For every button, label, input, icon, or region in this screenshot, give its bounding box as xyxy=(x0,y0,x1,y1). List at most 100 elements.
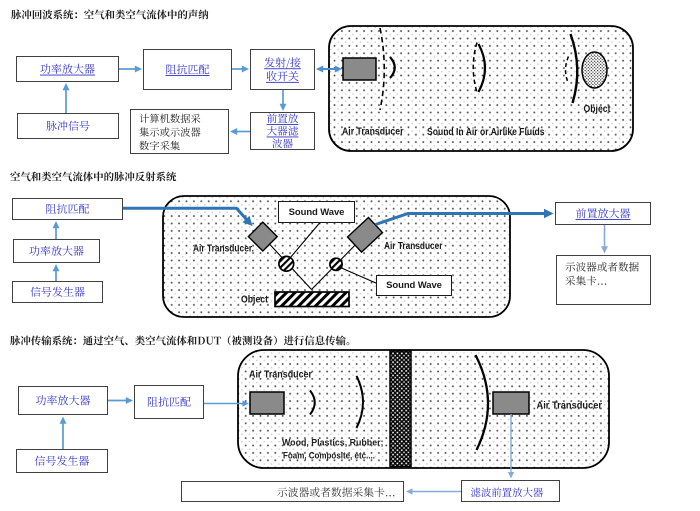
box-scope-daq-2: 示波器或者数据采集卡... xyxy=(556,255,651,305)
box-tr-switch[interactable]: 发射/接收开关 xyxy=(250,49,315,90)
transducer-2-left xyxy=(247,221,279,253)
box-preamp-2-text-glyphs xyxy=(575,207,630,220)
box-impedance-match-1-text-glyphs xyxy=(165,63,209,76)
box-tr-switch-text-glyphs xyxy=(263,56,301,83)
section-2-title-text-glyphs xyxy=(10,171,177,181)
box-power-amp-2-label: 功率放大器 xyxy=(14,240,99,262)
box-impedance-match-2-text-glyphs xyxy=(45,203,89,214)
text-underline xyxy=(165,74,209,76)
arrow-pulse-to-poweramp xyxy=(62,83,70,113)
scatter-point-2 xyxy=(329,257,343,272)
box-scope-daq-3-text-glyphs xyxy=(276,486,394,497)
box-power-amp-1[interactable]: 功率放大器 xyxy=(16,56,119,82)
air-transducer-label-3-right: Air Transducer xyxy=(537,401,603,412)
text-glyph-outline xyxy=(39,63,95,74)
box-power-amp-2-text-glyphs xyxy=(28,245,84,256)
box-scope-daq-3: 示波器或者数据采集卡... xyxy=(181,481,404,502)
box-scope-daq-2-label: 示波器或者数据采集卡... xyxy=(557,256,650,304)
text-glyph-outline xyxy=(45,203,89,214)
scatter-point-1 xyxy=(278,255,295,273)
text-glyph-outline xyxy=(263,56,300,68)
box-power-amp-2: 功率放大器 xyxy=(13,239,100,263)
dut-wall xyxy=(389,350,412,468)
text-glyph-outline xyxy=(28,245,84,256)
arrow-preampfilter-to-daq xyxy=(230,128,250,135)
section-1-title-label: 脉冲回波系统：空气和类空气流体中的声纳 xyxy=(11,8,213,23)
arrowhead xyxy=(52,264,60,272)
arrowhead xyxy=(52,221,60,229)
box-impedance-match-1-label: 阻抗匹配 xyxy=(144,50,231,89)
medium-label-1: Sound In Air or Airlike Fluids xyxy=(427,127,545,138)
text-underline xyxy=(271,148,293,149)
text-glyph-outline xyxy=(271,138,293,148)
flow-transducer-to-preamp xyxy=(375,208,554,226)
arrowhead xyxy=(544,208,554,219)
text-glyph-outline xyxy=(138,126,200,137)
box-signal-gen-2-text-glyphs xyxy=(29,286,85,297)
arrowhead xyxy=(507,472,515,479)
wavefront-small-3 xyxy=(309,389,316,416)
text-underline xyxy=(39,74,95,75)
section-3-title-label: 脉冲传输系统：通过空气、类空气流体和DUT（被测设备）进行信息传输。 xyxy=(10,334,360,349)
arrowhead xyxy=(125,397,133,404)
object-bar xyxy=(274,291,350,308)
wavefront-big-3 xyxy=(474,354,490,451)
arrowhead xyxy=(279,103,287,111)
section-3-title: 脉冲传输系统：通过空气、类空气流体和DUT（被测设备）进行信息传输。 xyxy=(10,334,360,349)
box-computer-daq-label: 计算机数据采集示或示波器数字采集 xyxy=(131,110,228,153)
box-preamp-2-label: 前置放大器 xyxy=(556,203,650,224)
box-signal-gen-2: 信号发生器 xyxy=(12,281,103,303)
arrowhead xyxy=(406,488,413,495)
box-sound-wave-bottom-label: Sound Wave xyxy=(386,280,442,291)
text-underline xyxy=(266,136,298,137)
arrow-signalgen-to-poweramp-3 xyxy=(59,416,67,449)
transducer-3-right xyxy=(492,391,530,415)
box-impedance-match-3-text-glyphs xyxy=(147,396,191,407)
box-scope-daq-3-label: 示波器或者数据采集卡... xyxy=(182,482,403,501)
object-ellipse xyxy=(581,51,608,89)
box-sound-wave-bottom: Sound Wave xyxy=(376,275,452,296)
section-2-title: 空气和类空气流体中的脉冲反射系统 xyxy=(10,170,180,185)
air-transducer-label-3-left: Air Transducer xyxy=(249,370,312,381)
box-signal-gen-2-label: 信号发生器 xyxy=(13,282,102,302)
text-glyph-outline xyxy=(276,486,394,497)
dut-material-line1: Wood, Plastics, Rubber; xyxy=(282,437,384,448)
box-power-amp-3: 功率放大器 xyxy=(18,386,108,415)
box-tr-switch-label: 发射/接收开关 xyxy=(251,50,314,89)
box-power-amp-1-text-glyphs xyxy=(39,63,95,75)
box-impedance-match-1[interactable]: 阻抗匹配 xyxy=(143,49,232,90)
chamber-3-outline xyxy=(237,349,610,469)
wavefront-solid-1 xyxy=(389,56,396,79)
box-preamp-2[interactable]: 前置放大器 xyxy=(555,202,651,225)
box-power-amp-3-label: 功率放大器 xyxy=(19,387,107,414)
flow-impedance-to-transducer xyxy=(123,206,253,226)
text-underline xyxy=(263,67,301,69)
text-glyph-outline xyxy=(10,171,177,181)
box-filter-preamp: 滤波前置放大器 xyxy=(461,480,560,502)
box-preamp-filter[interactable]: 前置放大器滤波器 xyxy=(250,112,315,150)
transducer-1 xyxy=(342,57,377,81)
text-glyph-outline xyxy=(564,275,606,285)
text-glyph-outline xyxy=(139,113,200,123)
arrowhead xyxy=(62,83,70,91)
box-signal-gen-3: 信号发生器 xyxy=(16,449,108,473)
box-pulse-signal: 脉冲信号 xyxy=(17,113,119,139)
air-transducer-label-1: Air Transducer xyxy=(342,127,404,138)
text-glyph-outline xyxy=(10,335,350,345)
callout-line-soundwave-top xyxy=(287,222,321,262)
box-computer-daq-text-glyphs xyxy=(138,113,200,150)
section-3-title-text-glyphs xyxy=(10,335,350,345)
text-glyph-outline xyxy=(470,487,543,497)
box-computer-daq: 计算机数据采集示或示波器数字采集 xyxy=(130,109,229,154)
transducer-2-right xyxy=(346,216,384,254)
text-underline xyxy=(575,218,630,220)
arrow-impedance-to-trswitch xyxy=(232,65,249,73)
box-preamp-filter-text-glyphs xyxy=(266,113,298,149)
box-signal-gen-3-text-glyphs xyxy=(34,455,89,466)
arrow-poweramp-to-impedance-3 xyxy=(108,397,133,404)
section-1-title-text-glyphs xyxy=(11,9,209,20)
arrow-transducer-to-filterpreamp xyxy=(507,414,515,479)
text-underline xyxy=(265,81,299,83)
